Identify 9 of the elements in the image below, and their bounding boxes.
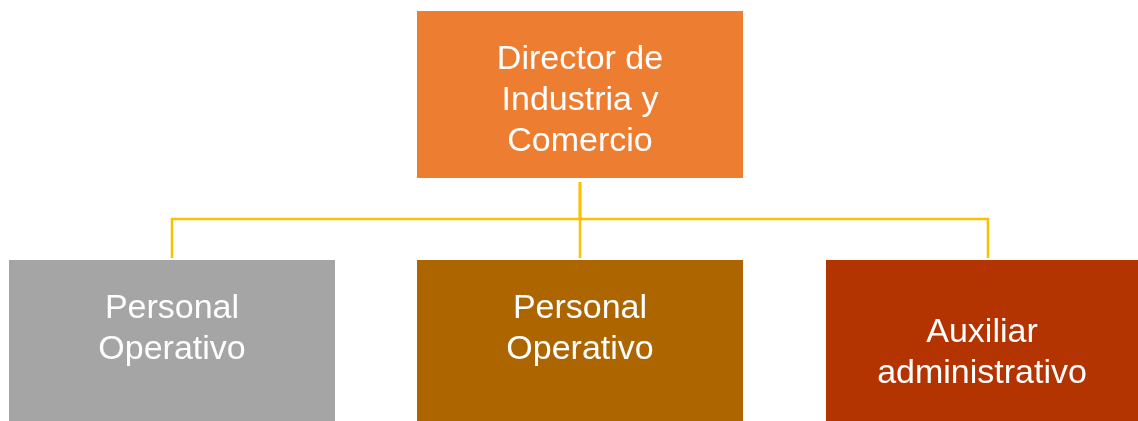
box-label: Personal Operativo — [97, 286, 247, 368]
staff-box — [826, 260, 1138, 421]
staff-box — [9, 260, 335, 421]
connector-line — [578, 182, 990, 258]
box-label: Auxiliar administrativo — [876, 310, 1088, 392]
staff-box — [417, 260, 743, 421]
box-label: Personal Operativo — [505, 286, 655, 368]
director-box — [417, 11, 743, 178]
box-label: Director de Industria y Comercio — [495, 37, 665, 160]
